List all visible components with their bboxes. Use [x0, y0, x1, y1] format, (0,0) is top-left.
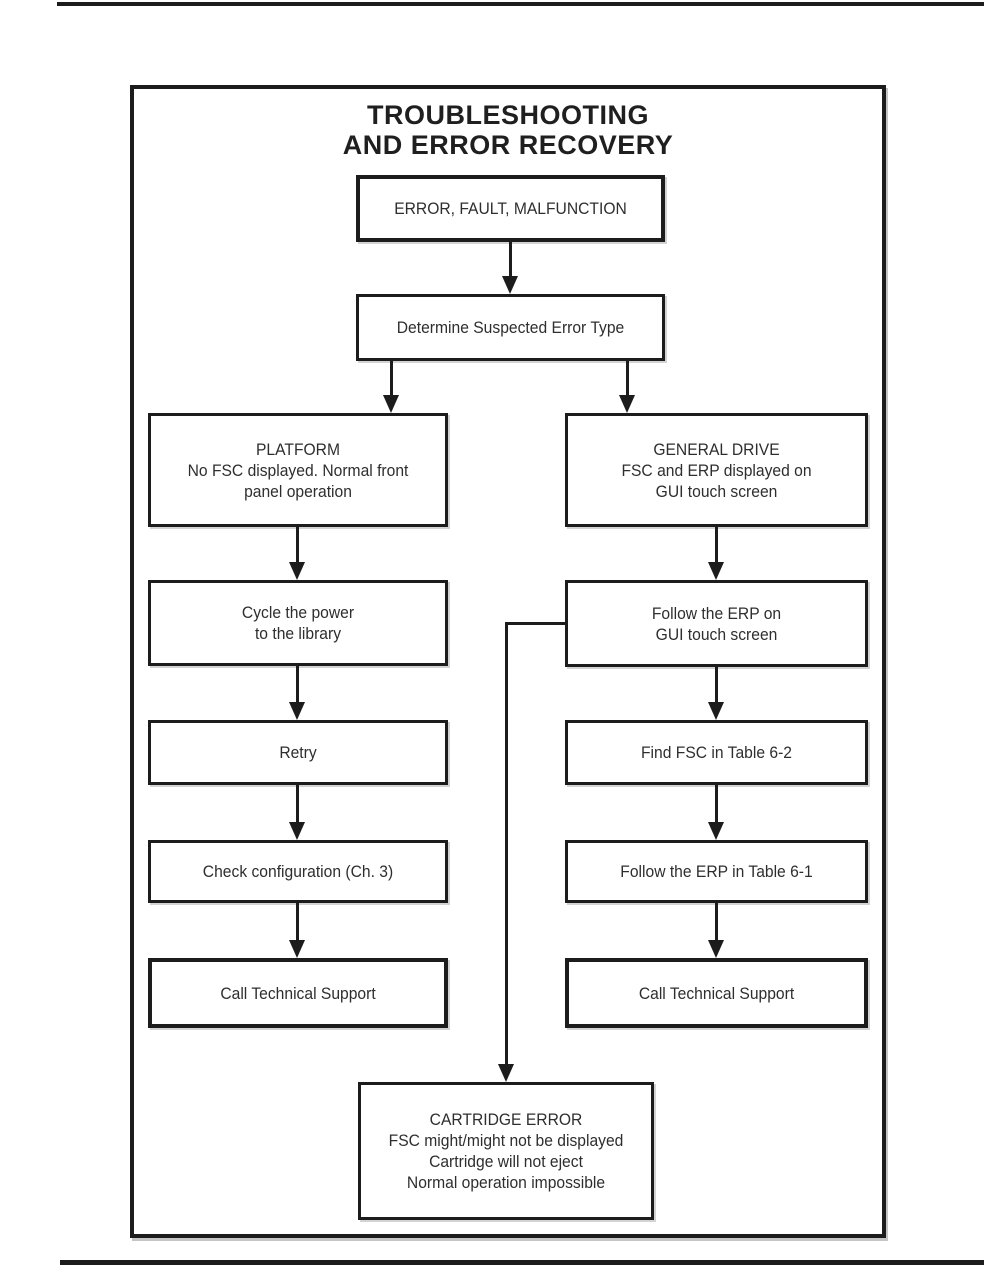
arrow-cyclepower-retry-line	[296, 664, 299, 704]
arrow-errorfault-determine-line	[509, 240, 512, 278]
node-check-configuration-label: Check configuration (Ch. 3)	[202, 862, 394, 881]
node-retry: Retry	[148, 720, 448, 785]
node-call-support-right: Call Technical Support	[565, 958, 868, 1028]
connector-followerp-cartridge-hline	[505, 622, 567, 625]
node-follow-erp-gui-label: Follow the ERP on GUI touch screen	[651, 603, 782, 644]
arrow-generaldrive-followerp-head	[708, 562, 724, 580]
arrow-findfsc-followtable-line	[715, 783, 718, 824]
connector-followerp-cartridge-vline	[505, 622, 508, 1068]
connector-followerp-cartridge-head	[498, 1064, 514, 1082]
flowchart-title: TROUBLESHOOTING AND ERROR RECOVERY	[342, 100, 674, 160]
arrow-followtable-callsupport-line	[715, 901, 718, 942]
node-retry-label: Retry	[279, 743, 317, 762]
node-follow-erp-gui: Follow the ERP on GUI touch screen	[565, 580, 868, 667]
node-general-drive-label: GENERAL DRIVE FSC and ERP displayed on G…	[621, 439, 812, 501]
arrow-checkconfig-callsupport-head	[289, 940, 305, 958]
node-platform: PLATFORM No FSC displayed. Normal front …	[148, 413, 448, 527]
node-call-support-right-label: Call Technical Support	[638, 983, 795, 1003]
node-find-fsc: Find FSC in Table 6-2	[565, 720, 868, 785]
node-error-fault: ERROR, FAULT, MALFUNCTION	[356, 175, 665, 242]
arrow-followerp-findfsc-head	[708, 702, 724, 720]
node-call-support-left-label: Call Technical Support	[220, 983, 376, 1003]
node-follow-erp-table: Follow the ERP in Table 6-1	[565, 840, 868, 903]
top-rule	[57, 2, 984, 6]
node-call-support-left: Call Technical Support	[148, 958, 448, 1028]
arrow-retry-checkconfig-head	[289, 822, 305, 840]
node-follow-erp-table-label: Follow the ERP in Table 6-1	[620, 862, 813, 881]
node-determine-error-type-label: Determine Suspected Error Type	[396, 318, 625, 337]
node-error-fault-label: ERROR, FAULT, MALFUNCTION	[394, 199, 627, 218]
node-cartridge-error-label: CARTRIDGE ERROR FSC might/might not be d…	[388, 1110, 624, 1192]
arrow-errorfault-determine-head	[502, 276, 518, 294]
arrow-platform-cyclepower-line	[296, 525, 299, 564]
node-check-configuration: Check configuration (Ch. 3)	[148, 840, 448, 903]
arrow-generaldrive-followerp-line	[715, 525, 718, 564]
node-general-drive: GENERAL DRIVE FSC and ERP displayed on G…	[565, 413, 868, 527]
arrow-followerp-findfsc-line	[715, 665, 718, 704]
arrow-determine-generaldrive-head	[619, 395, 635, 413]
arrow-cyclepower-retry-head	[289, 702, 305, 720]
bottom-rule	[60, 1260, 984, 1265]
node-cycle-power: Cycle the power to the library	[148, 580, 448, 666]
arrow-determine-platform-line	[390, 359, 393, 397]
node-determine-error-type: Determine Suspected Error Type	[356, 294, 665, 361]
node-find-fsc-label: Find FSC in Table 6-2	[641, 743, 792, 762]
arrow-findfsc-followtable-head	[708, 822, 724, 840]
arrow-determine-generaldrive-line	[626, 359, 629, 397]
node-cycle-power-label: Cycle the power to the library	[241, 603, 355, 643]
node-platform-label: PLATFORM No FSC displayed. Normal front …	[187, 439, 409, 501]
arrow-determine-platform-head	[383, 395, 399, 413]
arrow-platform-cyclepower-head	[289, 562, 305, 580]
arrow-followtable-callsupport-head	[708, 940, 724, 958]
arrow-checkconfig-callsupport-line	[296, 901, 299, 942]
arrow-retry-checkconfig-line	[296, 783, 299, 824]
node-cartridge-error: CARTRIDGE ERROR FSC might/might not be d…	[358, 1082, 654, 1220]
